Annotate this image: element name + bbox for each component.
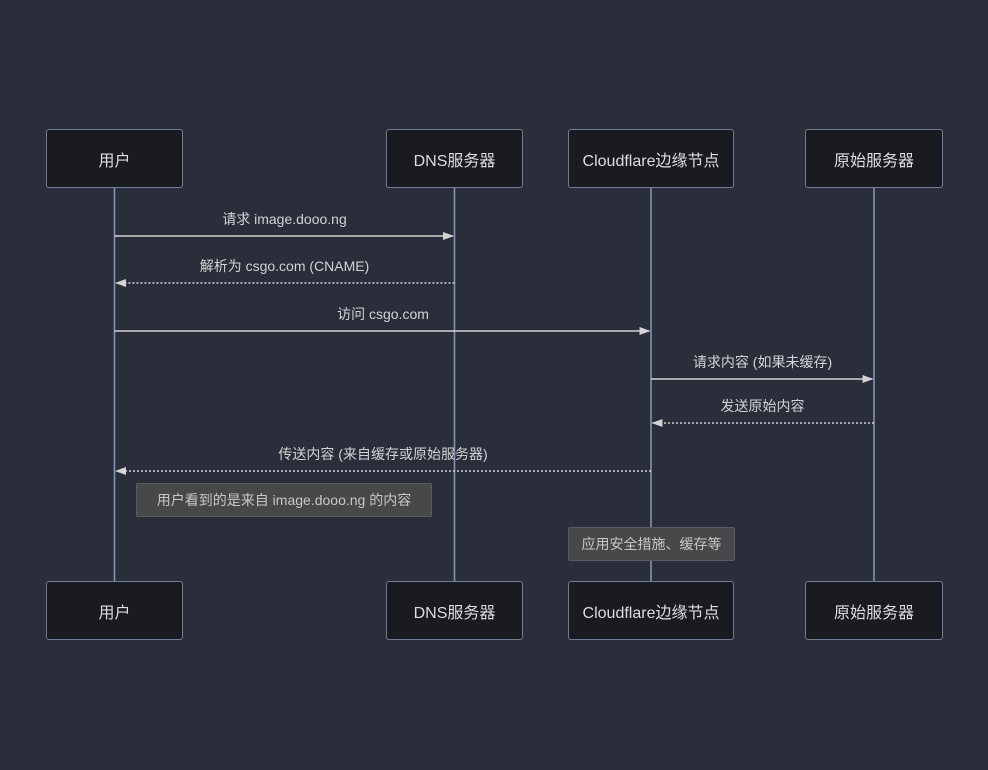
actor-top-cloudflare: Cloudflare边缘节点 <box>568 129 734 188</box>
note-text: 应用安全措施、缓存等 <box>581 536 722 552</box>
actor-top-origin: 原始服务器 <box>805 129 943 188</box>
message-label-visit-csgo: 访问 csgo.com <box>337 306 429 322</box>
message-label-request-dns: 请求 image.dooo.ng <box>222 211 347 227</box>
actor-bottom-user: 用户 <box>46 581 183 640</box>
actor-bottom-cloudflare: Cloudflare边缘节点 <box>568 581 734 640</box>
actor-top-dns: DNS服务器 <box>386 129 523 188</box>
message-label-request-content: 请求内容 (如果未缓存) <box>692 354 833 370</box>
note-text: 用户看到的是来自 image.dooo.ng 的内容 <box>156 492 412 508</box>
actor-bottom-dns: DNS服务器 <box>386 581 523 640</box>
actor-label: DNS服务器 <box>413 604 496 622</box>
actor-label: DNS服务器 <box>413 152 496 170</box>
actor-label: 原始服务器 <box>833 152 914 170</box>
actor-bottom-origin: 原始服务器 <box>805 581 943 640</box>
note-security-cache: 应用安全措施、缓存等 <box>568 527 735 561</box>
actor-label: Cloudflare边缘节点 <box>582 152 720 170</box>
actor-top-user: 用户 <box>46 129 183 188</box>
actor-label: 原始服务器 <box>833 604 914 622</box>
message-label-deliver-content: 传送内容 (来自缓存或原始服务器) <box>278 446 488 462</box>
message-label-send-origin: 发送原始内容 <box>720 398 805 414</box>
note-user-sees-content: 用户看到的是来自 image.dooo.ng 的内容 <box>136 483 432 517</box>
actor-label: 用户 <box>98 604 131 622</box>
actor-label: Cloudflare边缘节点 <box>582 604 720 622</box>
actor-label: 用户 <box>98 152 131 170</box>
message-label-resolve-cname: 解析为 csgo.com (CNAME) <box>199 258 370 274</box>
